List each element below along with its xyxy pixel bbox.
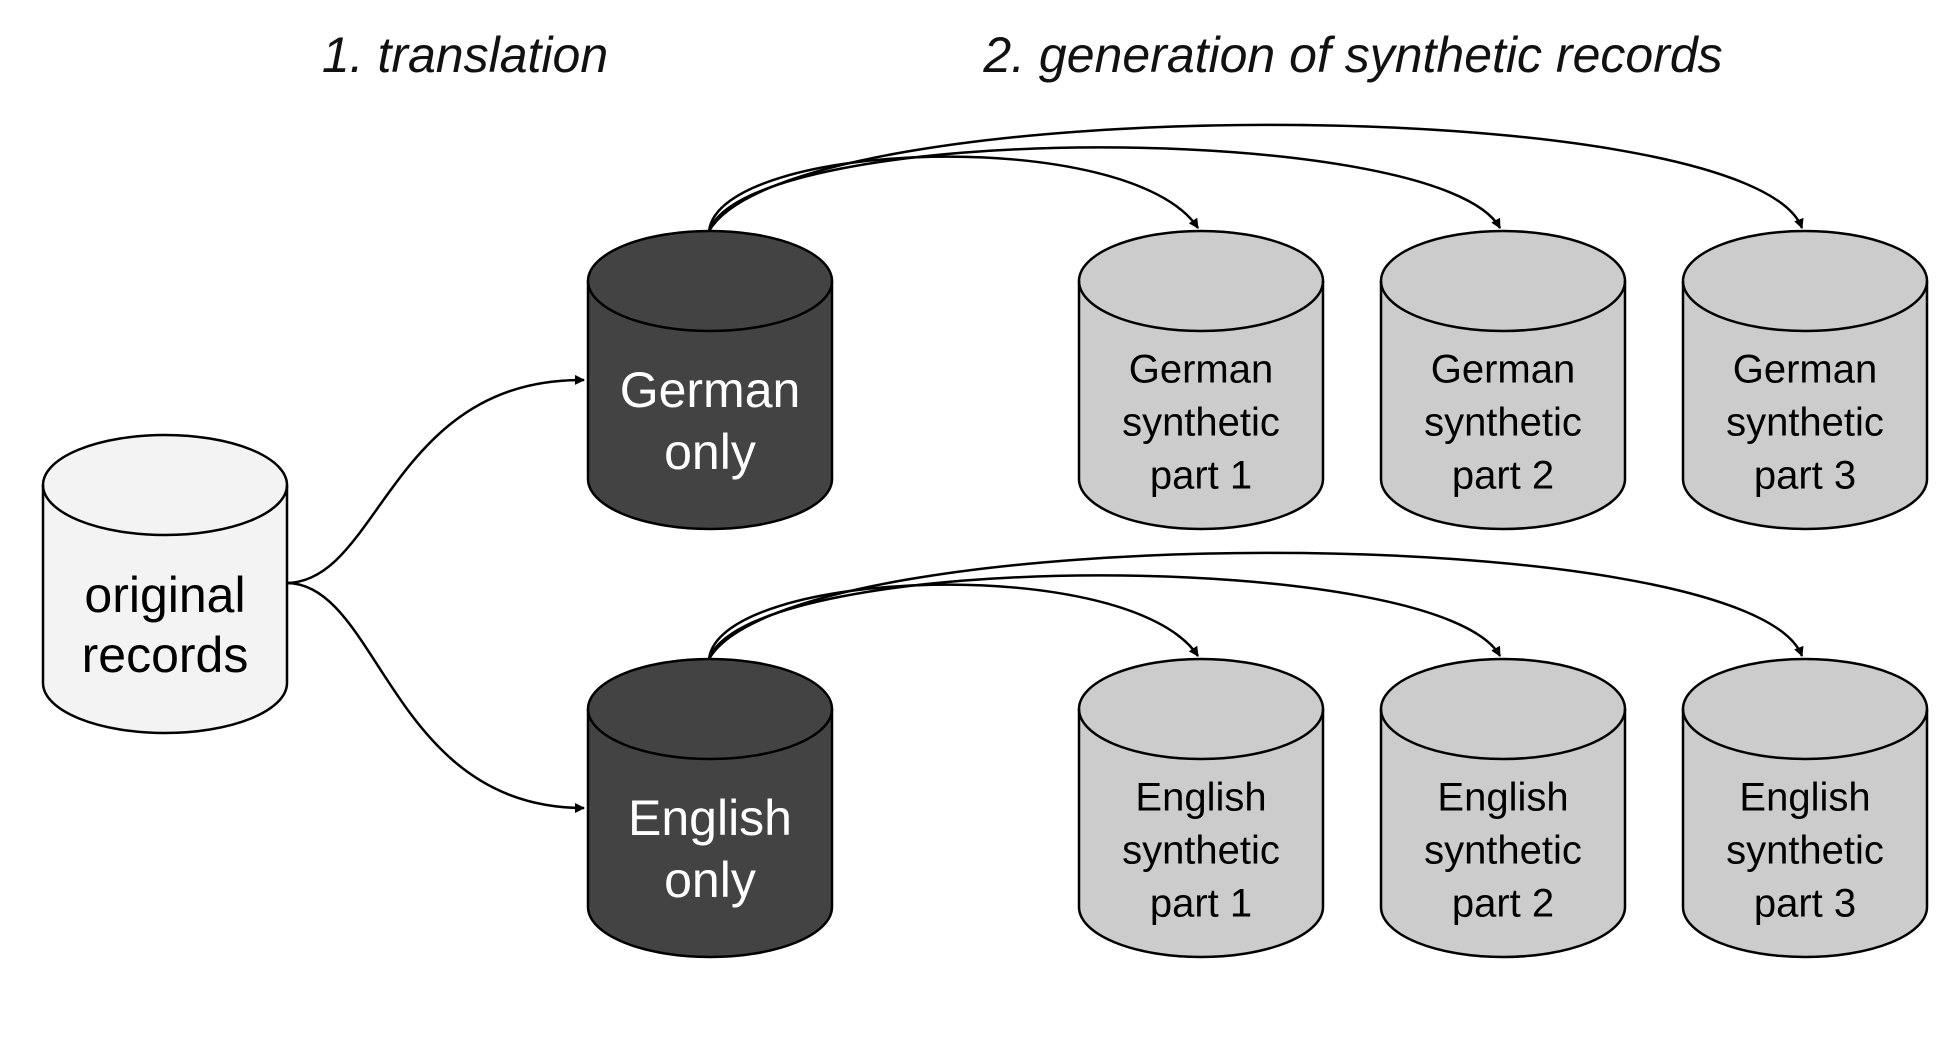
cylinder-label-line: only: [664, 852, 756, 908]
cylinder-label-line: German: [620, 362, 801, 418]
cylinder-english-synthetic-part-2: English synthetic part 2: [1379, 657, 1627, 959]
cylinder-body: [1681, 229, 1929, 531]
arrow-english-to-synthetic-1: [707, 583, 1200, 660]
cylinder-rim: [586, 280, 834, 333]
german-generation-arrows: [707, 123, 1804, 232]
cylinder-label-line: only: [664, 424, 756, 480]
cylinder-body: [586, 657, 834, 959]
cylinder-label-line: synthetic: [1726, 401, 1884, 445]
cylinder-body: [1379, 229, 1627, 531]
cylinder-label-line: records: [82, 627, 249, 683]
cylinder-rim: [586, 708, 834, 761]
arrow-original-to-german: [285, 374, 585, 585]
cylinder-label-line: synthetic: [1424, 829, 1582, 873]
english-generation-arrows: [707, 551, 1804, 660]
cylinder-label-line: part 1: [1150, 882, 1252, 926]
cylinder-label-line: part 3: [1754, 454, 1856, 498]
cylinder-label-line: German: [1129, 348, 1274, 392]
cylinder-body: [41, 433, 289, 735]
database-cylinders: originalrecordsGermanonlyEnglishonlyGerm…: [41, 229, 1929, 959]
cylinder-rim: [1681, 280, 1929, 333]
cylinder-english-synthetic-part-1: English synthetic part 1: [1077, 657, 1325, 959]
cylinder-rim: [1077, 280, 1325, 333]
heading-generation: 2. generation of synthetic records: [982, 27, 1722, 83]
cylinder-label-line: synthetic: [1726, 829, 1884, 873]
cylinder-label-line: English: [1135, 776, 1266, 820]
arrow-german-to-synthetic-3: [707, 123, 1804, 232]
heading-translation: 1. translation: [322, 27, 608, 83]
cylinder-body: [1077, 229, 1325, 531]
cylinder-body: [1681, 657, 1929, 959]
cylinder-body: [1077, 657, 1325, 959]
cylinder-german-synthetic-part-1: German synthetic part 1: [1077, 229, 1325, 531]
arrow-german-to-synthetic-1: [707, 155, 1200, 232]
cylinder-rim: [1379, 708, 1627, 761]
cylinder-label-line: synthetic: [1424, 401, 1582, 445]
cylinder-label-line: English: [1437, 776, 1568, 820]
cylinder-body: [1379, 657, 1627, 959]
cylinder-english-synthetic-part-3: English synthetic part 3: [1681, 657, 1929, 959]
cylinder-german-only: German only: [586, 229, 834, 531]
cylinder-label-line: part 2: [1452, 454, 1554, 498]
arrow-english-to-synthetic-3: [707, 551, 1804, 660]
cylinder-body: [586, 229, 834, 531]
arrow-english-to-synthetic-2: [707, 574, 1502, 660]
cylinder-label-line: original: [84, 567, 245, 623]
cylinder-label-line: English: [1739, 776, 1870, 820]
translation-arrows: [285, 374, 585, 813]
arrow-original-to-english: [285, 581, 585, 813]
cylinder-rim: [41, 484, 289, 537]
cylinder-label-line: part 2: [1452, 882, 1554, 926]
cylinder-label-line: German: [1733, 348, 1878, 392]
cylinder-label-line: English: [628, 790, 792, 846]
cylinder-english-only: English only: [586, 657, 834, 959]
cylinder-label-line: part 1: [1150, 454, 1252, 498]
cylinder-rim: [1379, 280, 1627, 333]
cylinder-label-line: German: [1431, 348, 1576, 392]
cylinder-label-line: synthetic: [1122, 829, 1280, 873]
cylinder-rim: [1077, 708, 1325, 761]
cylinder-german-synthetic-part-2: German synthetic part 2: [1379, 229, 1627, 531]
cylinder-rim: [1681, 708, 1929, 761]
cylinder-label-line: part 3: [1754, 882, 1856, 926]
cylinder-label-line: synthetic: [1122, 401, 1280, 445]
cylinder-german-synthetic-part-3: German synthetic part 3: [1681, 229, 1929, 531]
arrow-german-to-synthetic-2: [707, 146, 1502, 232]
